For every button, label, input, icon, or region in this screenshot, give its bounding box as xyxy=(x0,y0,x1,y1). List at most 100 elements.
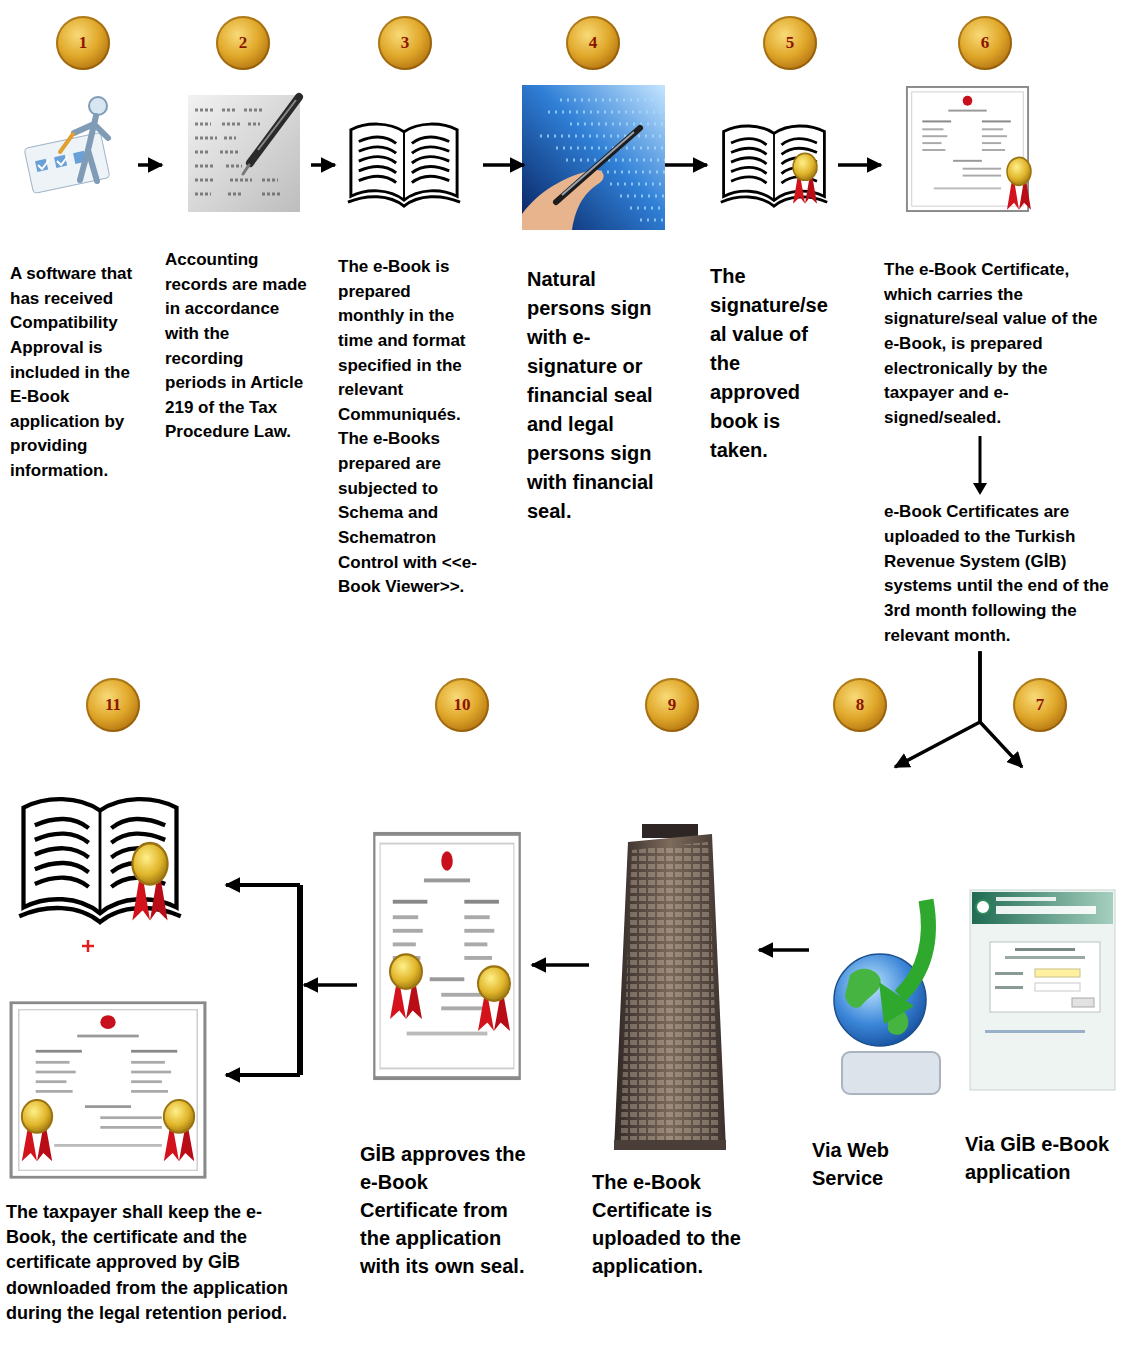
checklist-figure xyxy=(24,97,110,194)
process-step: 1 A software that has received Compatibil… xyxy=(10,15,135,484)
step-description: The e-Book Certificate, which carries th… xyxy=(884,258,1116,430)
paper-pen-photo xyxy=(250,97,299,163)
branch-bracket xyxy=(226,883,300,887)
process-step: 2Accounting records are made in accordan… xyxy=(165,15,308,445)
process-step: 5The signature/seal value of the approve… xyxy=(710,15,835,465)
archive-icons xyxy=(132,843,167,920)
approved-certificate-icon xyxy=(478,966,510,1031)
application-screenshot xyxy=(985,1030,1085,1033)
flow-arrow xyxy=(532,963,589,967)
step-number: 11 xyxy=(86,678,140,732)
web-service-icon xyxy=(879,982,914,1024)
approved-certificate-icon xyxy=(390,954,422,1019)
application-screenshot xyxy=(1072,998,1094,1007)
archive-icons xyxy=(11,1003,205,1177)
archive-icons xyxy=(22,1100,52,1161)
step-description: Via Web Service xyxy=(812,1136,907,1192)
step-description: The e-Book Certificate is uploaded to th… xyxy=(592,1168,757,1280)
archive-icons xyxy=(82,940,94,952)
sealed-book-icon xyxy=(793,153,817,203)
application-screenshot xyxy=(996,906,1096,914)
process-step: 8Via Web Service xyxy=(812,770,907,1192)
step-number: 1 xyxy=(56,16,110,70)
certificate-icon xyxy=(907,87,1031,211)
application-screenshot xyxy=(1005,956,1085,959)
flow-arrow xyxy=(304,983,357,987)
step-number: 2 xyxy=(216,16,270,70)
application-screenshot xyxy=(990,942,1100,1012)
flow-arrow xyxy=(483,163,524,167)
sealed-book-icon xyxy=(721,126,827,206)
paper-pen-photo xyxy=(188,95,300,212)
process-step: 4Natural persons sign with e-signature o… xyxy=(527,15,662,526)
step-number: 5 xyxy=(763,16,817,70)
process-step: 3The e-Book is prepared monthly in the t… xyxy=(338,15,480,600)
step-number: 8 xyxy=(833,678,887,732)
flow-arrow xyxy=(138,163,162,167)
building-photo xyxy=(642,824,698,838)
e-signature-photo xyxy=(562,132,634,195)
e-signature-photo xyxy=(540,100,665,220)
web-service-icon xyxy=(842,1052,940,1094)
application-screenshot xyxy=(976,900,990,914)
checklist-figure xyxy=(24,132,110,193)
flow-arrow xyxy=(838,163,881,167)
application-screenshot xyxy=(970,890,1115,1090)
paper-pen-photo xyxy=(258,100,296,150)
application-screenshot xyxy=(995,986,1023,989)
flow-arrow xyxy=(979,436,982,484)
step-description: The signature/seal value of the approved… xyxy=(710,262,835,465)
flow-arrow xyxy=(895,651,980,767)
web-service-icon xyxy=(834,900,940,1094)
flow-arrow xyxy=(311,163,335,167)
step-description: A software that has received Compatibili… xyxy=(10,262,135,484)
application-screenshot xyxy=(1035,983,1080,991)
e-signature-photo xyxy=(522,85,665,230)
application-screenshot xyxy=(1035,969,1080,977)
flow-arrow xyxy=(973,483,987,495)
flow-arrow xyxy=(884,430,1116,500)
step-number: 7 xyxy=(1013,678,1067,732)
application-screenshot xyxy=(972,892,1113,924)
archive-icons xyxy=(19,799,181,922)
book-icon xyxy=(348,124,460,206)
paper-pen-photo xyxy=(243,165,249,174)
step-number: 9 xyxy=(645,678,699,732)
building-photo xyxy=(614,1140,726,1150)
e-signature-photo xyxy=(522,85,665,230)
paper-pen-photo xyxy=(188,95,300,212)
step-number: 4 xyxy=(566,16,620,70)
paper-pen-photo xyxy=(195,110,282,194)
flow-arrow xyxy=(884,430,1116,500)
branch-bracket xyxy=(226,1073,300,1077)
building-photo xyxy=(620,842,720,1144)
step-description: The taxpayer shall keep the e-Book, the … xyxy=(6,1200,302,1326)
process-step: 7Via GİB e-Book application xyxy=(965,770,1116,1186)
step-description: Natural persons sign with e-signature or… xyxy=(527,265,662,526)
checklist-figure xyxy=(89,97,107,115)
approved-certificate-icon xyxy=(374,834,519,1078)
step-description: The e-Book is prepared monthly in the ti… xyxy=(338,255,480,600)
application-screenshot xyxy=(995,972,1023,975)
application-screenshot xyxy=(1015,948,1075,951)
step-number: 6 xyxy=(958,16,1012,70)
step-description: Accounting records are made in accordanc… xyxy=(165,248,308,445)
branch-bracket xyxy=(297,885,303,1075)
step-number: 3 xyxy=(378,16,432,70)
sealed-book-icon xyxy=(721,126,827,206)
process-step: 9The e-Book Certificate is uploaded to t… xyxy=(592,770,757,1280)
certificate-icon xyxy=(1007,157,1031,209)
step-number: 10 xyxy=(435,678,489,732)
building-photo xyxy=(614,824,726,1150)
flow-arrow xyxy=(759,948,809,952)
approved-certificate-icon xyxy=(374,834,519,1078)
process-step: 11The taxpayer shall keep the e-Book, th… xyxy=(6,770,302,1326)
process-step: 10GİB approves the e-Book Certificate fr… xyxy=(360,770,530,1280)
step-description: Via GİB e-Book application xyxy=(965,1130,1116,1186)
step-description: e-Book Certificates are uploaded to the … xyxy=(884,500,1116,648)
process-step: 6The e-Book Certificate, which carries t… xyxy=(884,15,1116,648)
web-service-icon xyxy=(900,900,928,996)
